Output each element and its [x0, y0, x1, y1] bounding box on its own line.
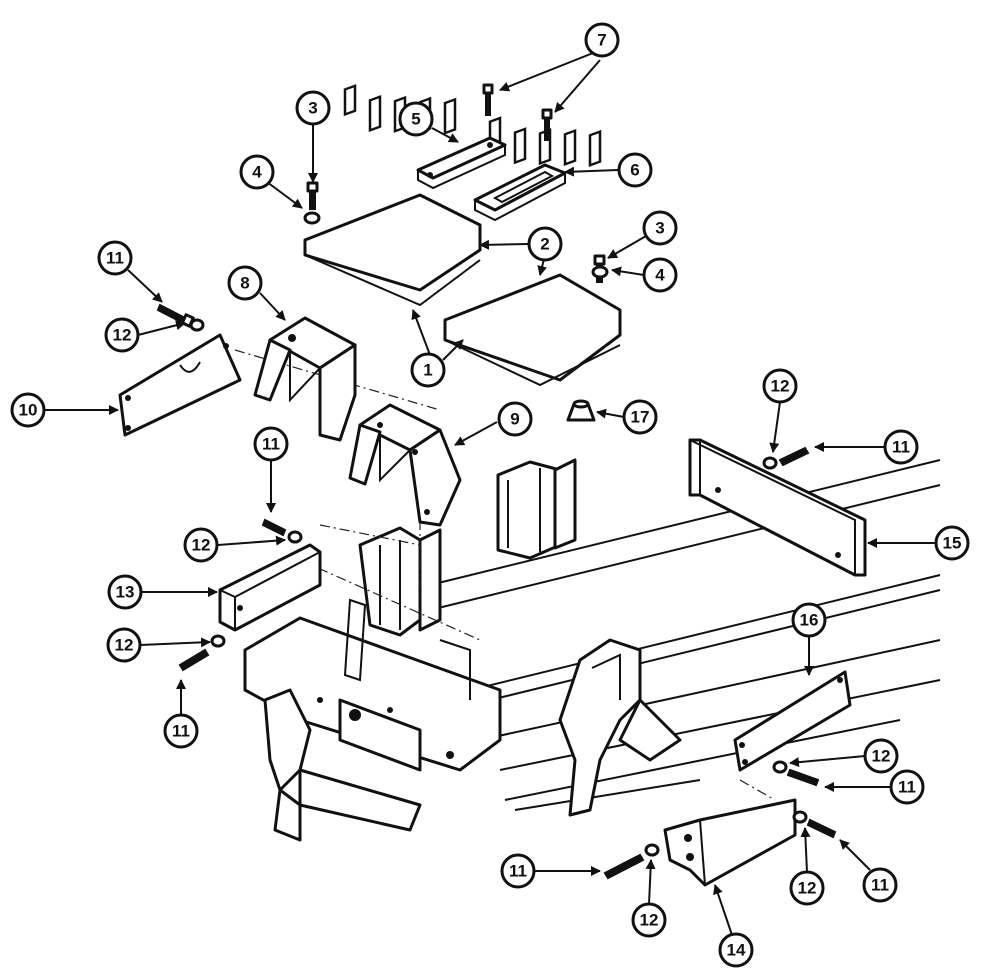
callout-16: 16	[791, 602, 827, 638]
callout-15: 15	[934, 525, 970, 561]
callout-6: 6	[617, 152, 653, 188]
callout-3-right: 3	[642, 210, 678, 246]
svg-text:11: 11	[172, 722, 190, 741]
callout-11-mid-left: 11	[253, 426, 289, 462]
svg-text:5: 5	[411, 110, 420, 129]
bolt-washer-set-7	[603, 843, 660, 880]
callout-11-lower-left: 11	[163, 713, 199, 749]
callout-11-bottom-left: 11	[500, 853, 536, 889]
svg-text:3: 3	[308, 99, 317, 118]
bracket-8	[253, 316, 357, 442]
callout-14: 14	[718, 932, 754, 968]
callout-11-bottom-right: 11	[862, 867, 898, 903]
callout-1: 1	[410, 352, 446, 388]
svg-text:14: 14	[727, 941, 746, 960]
bolt-washer-set-3	[178, 634, 226, 672]
callout-8: 8	[227, 265, 263, 301]
svg-text:3: 3	[655, 219, 664, 238]
callout-12-bottom-left: 12	[631, 902, 667, 938]
svg-text:16: 16	[800, 611, 819, 630]
bar-15	[688, 438, 867, 577]
svg-text:12: 12	[115, 636, 134, 655]
callout-7: 7	[584, 22, 620, 58]
svg-text:15: 15	[943, 534, 962, 553]
svg-text:12: 12	[798, 879, 817, 898]
bolts-7	[482, 83, 553, 141]
bolt-nut-3-4-right	[591, 254, 609, 283]
slotted-plate-lower	[443, 116, 622, 387]
plug-17	[566, 399, 596, 422]
svg-text:1: 1	[423, 361, 432, 380]
callout-13: 13	[107, 574, 143, 610]
bolt-nut-3-4-left	[303, 181, 321, 225]
svg-text:12: 12	[771, 377, 790, 396]
callout-12-top-left: 12	[104, 317, 140, 353]
callout-4-top-left: 4	[239, 154, 275, 190]
svg-text:9: 9	[510, 410, 519, 429]
bracket-9	[348, 403, 462, 527]
svg-text:12: 12	[872, 747, 891, 766]
bolt-washer-set-6	[792, 810, 837, 839]
bolt-washer-set-5	[772, 760, 820, 787]
callout-9: 9	[497, 401, 533, 437]
svg-text:12: 12	[192, 536, 211, 555]
callout-12-mid-left: 12	[183, 527, 219, 563]
svg-text:4: 4	[252, 163, 262, 182]
callout-12-lower-left: 12	[106, 627, 142, 663]
svg-text:11: 11	[262, 435, 280, 454]
bolt-washer-set-4	[762, 446, 810, 470]
svg-text:10: 10	[19, 401, 38, 420]
callout-11-lower-right: 11	[889, 769, 925, 805]
callout-10: 10	[10, 392, 46, 428]
callout-17: 17	[622, 399, 658, 435]
svg-text:2: 2	[540, 235, 549, 254]
plate-5	[416, 136, 507, 190]
svg-text:11: 11	[106, 249, 124, 268]
bolt-washer-set-1	[156, 303, 205, 332]
slotted-plate-upper	[303, 84, 482, 307]
callout-11-right-upper: 11	[883, 429, 919, 465]
chassis-frame	[243, 458, 941, 842]
svg-text:12: 12	[640, 911, 659, 930]
svg-text:12: 12	[113, 326, 132, 345]
callouts: 1 2 3 4 5 6 7 3 4 11 12 8 10 9 17 12 11 …	[10, 22, 970, 968]
bracket-13	[218, 543, 322, 632]
callout-12-lower-right: 12	[863, 738, 899, 774]
svg-text:13: 13	[116, 583, 135, 602]
callout-2: 2	[527, 226, 563, 262]
callout-4-right: 4	[642, 257, 678, 293]
svg-text:11: 11	[892, 438, 910, 457]
callout-12-right-upper: 12	[762, 368, 798, 404]
svg-text:7: 7	[597, 31, 606, 50]
svg-text:17: 17	[631, 408, 650, 427]
svg-text:4: 4	[655, 266, 665, 285]
svg-text:11: 11	[898, 778, 916, 797]
callout-11-top-left: 11	[97, 240, 133, 276]
slotted-plate-6	[473, 163, 567, 222]
svg-text:11: 11	[509, 862, 527, 881]
callout-5: 5	[398, 101, 434, 137]
bolt-washer-set-2	[261, 518, 303, 544]
svg-text:8: 8	[240, 274, 249, 293]
plate-16	[733, 670, 852, 772]
callout-3-top-left: 3	[295, 90, 331, 126]
bracket-14	[663, 798, 797, 887]
svg-text:6: 6	[630, 161, 639, 180]
svg-text:11: 11	[871, 876, 889, 895]
callout-12-bottom-right: 12	[789, 870, 825, 906]
plate-10	[118, 333, 242, 437]
